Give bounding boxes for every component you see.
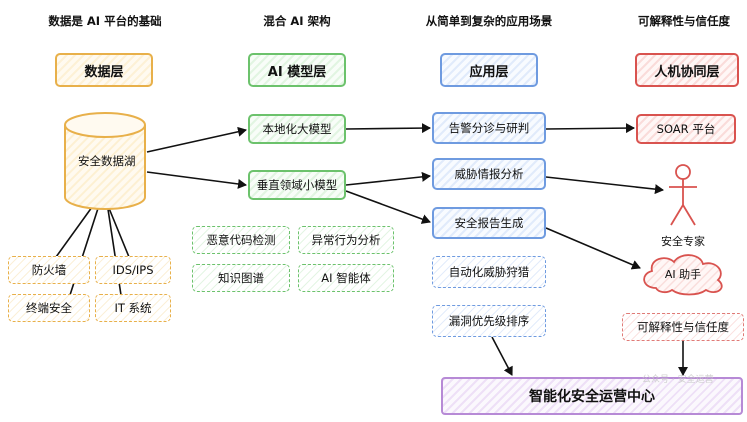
source-endpoint-security: 终端安全 xyxy=(8,294,90,322)
app-alert-triage: 告警分诊与研判 xyxy=(432,112,546,144)
app-threat-intel: 威胁情报分析 xyxy=(432,158,546,190)
model-layer-header: AI 模型层 xyxy=(248,53,346,87)
data-column-title: 数据是 AI 平台的基础 xyxy=(48,14,162,28)
app-vuln-prioritization: 漏洞优先级排序 xyxy=(432,305,546,337)
ai-assistant-label: AI 助手 xyxy=(664,268,702,281)
app-layer-header: 应用层 xyxy=(440,53,538,87)
source-it-systems: IT 系统 xyxy=(95,294,171,322)
human-layer-header: 人机协同层 xyxy=(635,53,739,87)
model-column-title: 混合 AI 架构 xyxy=(263,14,331,28)
arrow-threat-intel-to-expert xyxy=(545,176,664,195)
data-lake-label: 安全数据湖 xyxy=(78,154,136,168)
data-layer-header: 数据层 xyxy=(55,53,153,87)
intelligent-soc-core: 智能化安全运营中心 xyxy=(441,377,743,415)
human-column-title: 可解释性与信任度 xyxy=(638,14,730,28)
arrow-report-to-ai-assistant xyxy=(545,227,641,270)
arrow-lake-to-small-model xyxy=(146,171,247,189)
arrow-small-model-to-threat-intel xyxy=(345,171,431,186)
watermark-text: 公众号 · 安全运营 xyxy=(642,375,714,385)
ai-assistant-cloud-icon xyxy=(643,254,723,296)
security-expert-label: 安全专家 xyxy=(661,235,705,248)
capability-malware-detection: 恶意代码检测 xyxy=(192,226,290,254)
capability-knowledge-graph: 知识图谱 xyxy=(192,264,290,292)
arrow-large-model-to-triage xyxy=(345,123,431,134)
capability-anomaly-analysis: 异常行为分析 xyxy=(298,226,394,254)
app-column-title: 从简单到复杂的应用场景 xyxy=(425,14,553,28)
arrow-small-model-to-report xyxy=(345,190,431,224)
data-lake-cylinder-icon xyxy=(64,112,146,210)
arrow-triage-to-soar xyxy=(545,123,635,134)
arrow-vuln-to-core xyxy=(491,336,513,376)
source-firewall: 防火墙 xyxy=(8,256,90,284)
large-model-node: 本地化大模型 xyxy=(248,114,346,144)
arrow-lake-to-large-model xyxy=(146,126,247,153)
capability-ai-agent: AI 智能体 xyxy=(298,264,394,292)
security-expert-icon xyxy=(669,164,697,226)
app-threat-hunting: 自动化威胁狩猎 xyxy=(432,256,546,288)
app-report-generation: 安全报告生成 xyxy=(432,207,546,239)
soar-platform-node: SOAR 平台 xyxy=(636,114,736,144)
source-ids-ips: IDS/IPS xyxy=(95,256,171,284)
small-model-node: 垂直领域小模型 xyxy=(248,170,346,200)
explainability-trust-node: 可解释性与信任度 xyxy=(622,313,744,341)
